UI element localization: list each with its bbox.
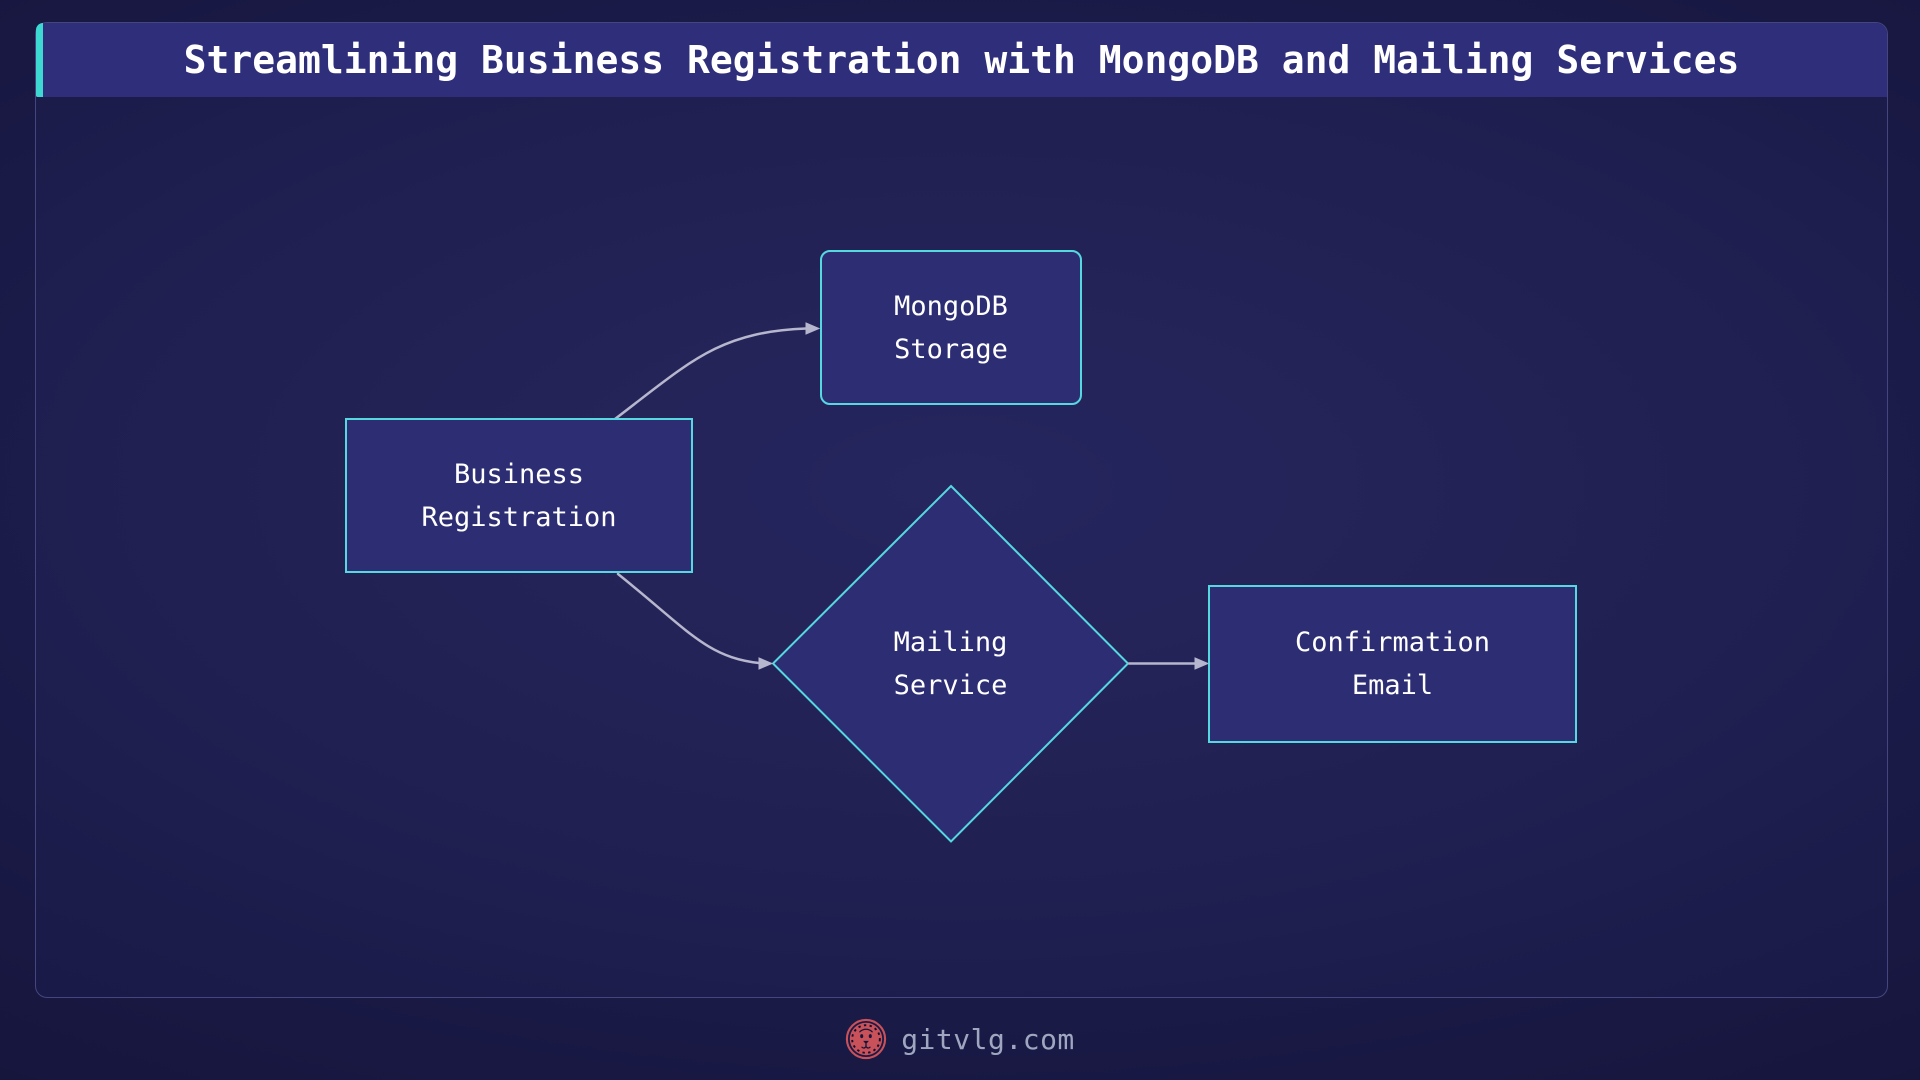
node-confirmation-email-label-line1: Confirmation: [1294, 627, 1491, 658]
node-business-registration: Business Registration: [345, 418, 693, 573]
brand-text: gitvlg.com: [901, 1022, 1075, 1056]
node-mailing-service-label: Mailing Service: [850, 615, 1051, 712]
node-mongodb-storage-label-line2: Storage: [894, 333, 1008, 365]
node-confirmation-email-label-line2: Email: [1351, 670, 1434, 701]
node-business-registration-label-line2: Registration: [421, 501, 617, 533]
title-bar: Streamlining Business Registration with …: [36, 23, 1887, 97]
diagram-title: Streamlining Business Registration with …: [183, 38, 1740, 82]
node-mongodb-storage-label-line1: MongoDB: [894, 290, 1008, 322]
title-accent-bar: [36, 23, 43, 97]
lion-icon: [846, 1018, 887, 1060]
node-business-registration-label-line1: Business: [453, 458, 585, 490]
node-mailing-service-label-line1: Mailing: [893, 626, 1008, 658]
footer: gitvlg.com: [0, 998, 1920, 1080]
node-confirmation-email: Confirmation Email: [1208, 585, 1577, 743]
node-mailing-service-label-line2: Service: [893, 669, 1008, 701]
main-panel: Streamlining Business Registration with …: [35, 22, 1888, 998]
node-mongodb-storage: MongoDB Storage: [820, 250, 1082, 405]
